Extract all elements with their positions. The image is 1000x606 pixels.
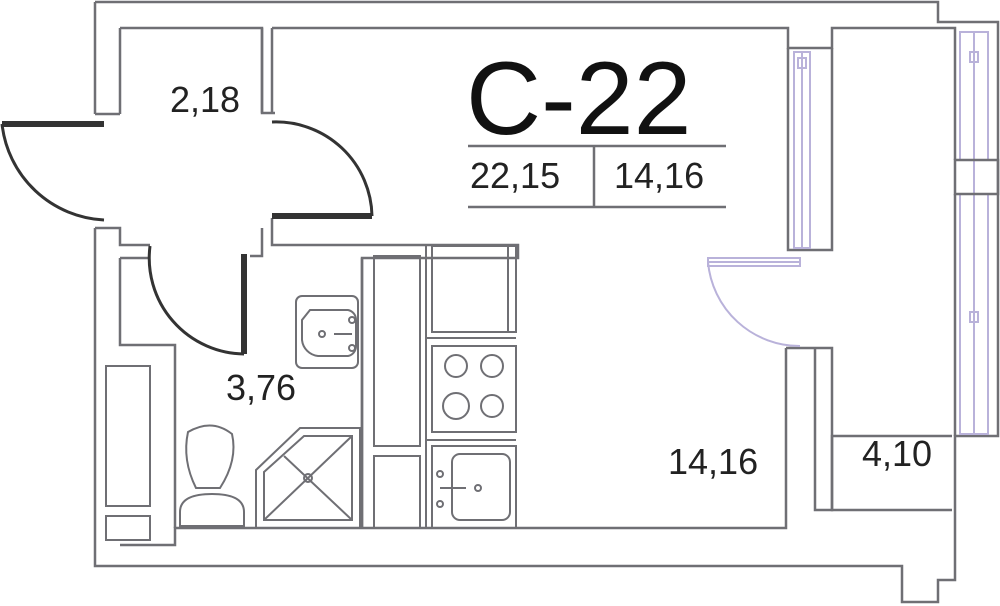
toilet-tank [179,492,245,527]
entrance-door-swing [0,123,105,222]
room-door-swing [271,120,374,217]
shower-diag2 [283,455,353,521]
sink-tap-dot2 [348,344,356,352]
kitchen-tap-dot2 [436,500,444,508]
shower-tray [255,427,361,529]
total-area: 22,15 [470,155,560,196]
balcony-door-leaf [707,257,801,267]
burner-2 [480,354,504,378]
bath-cabinet-base [105,515,151,541]
sink-cabinet [295,295,359,369]
room-window-handle [797,57,807,69]
plan-title: С-22 [466,41,691,157]
sink-drain [318,330,326,338]
balcony-area: 4,10 [862,433,932,474]
kitchen-drain [474,484,482,492]
burner-1 [444,354,468,378]
wardrobe-low [373,455,421,529]
hall-area: 2,18 [170,79,240,120]
shower-inner [263,435,353,521]
fridge [431,245,517,333]
balcony-divider-upper [786,48,834,252]
kitchen-tap-dot1 [436,470,444,478]
bath-cabinet [105,365,151,507]
window-handle-1 [969,51,979,63]
balcony-divider-lower [786,346,952,512]
toilet-bowl [185,424,235,489]
living-room-area: 14,16 [668,441,758,482]
living-area: 14,16 [614,155,704,196]
burner-4 [480,394,504,418]
wardrobe-tall [373,255,421,447]
partition-lower2 [250,228,264,258]
bathroom-area: 3,76 [226,367,296,408]
balcony-door [707,261,801,348]
cooktop [431,345,517,433]
sink-tap-dot1 [348,316,356,324]
burner-3 [442,392,470,420]
partition-upper [260,28,275,115]
hall-left-wall [95,28,122,116]
sink-basin [301,309,358,357]
shower-drain [303,473,313,483]
window-handle-2 [969,311,979,323]
outer-wall [93,0,1000,604]
bath-door-swing [147,245,245,356]
bath-outer-wall [118,258,177,528]
hall-lower-left-wall [95,226,150,247]
kitchen-sink-cabinet [431,445,517,529]
balcony-pier [953,158,1000,196]
